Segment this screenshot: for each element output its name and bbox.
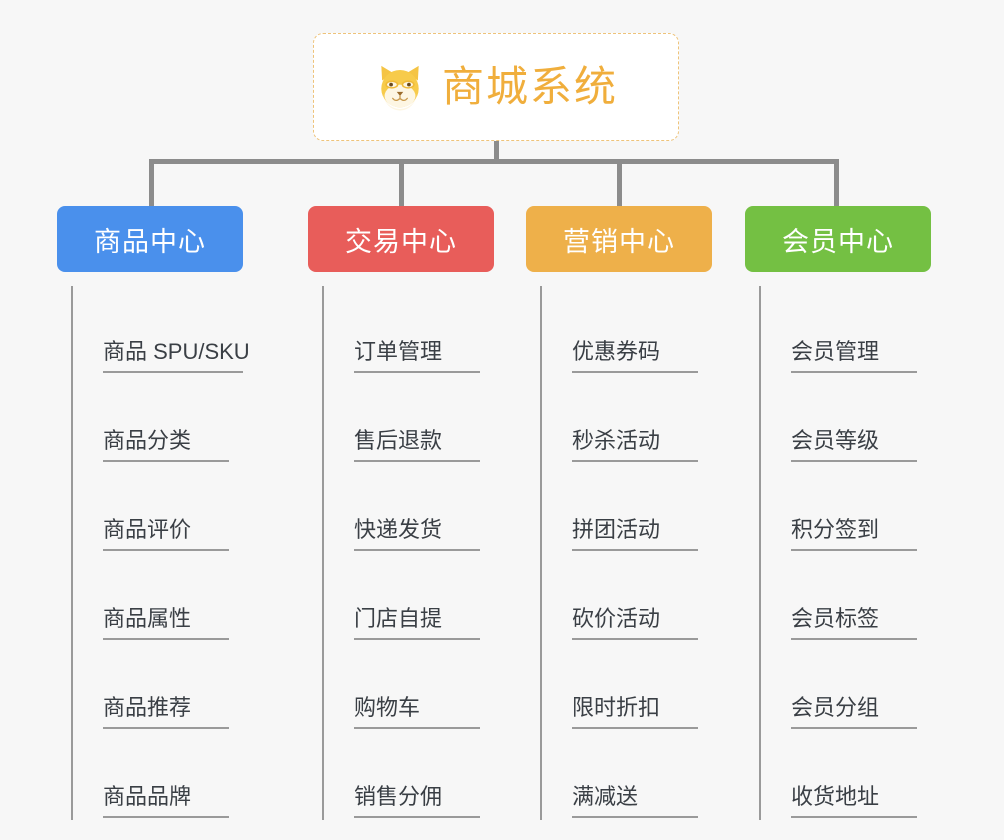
connector-bus [149,159,839,164]
leaf-label: 快递发货 [354,517,480,551]
connector-root-stem [494,141,499,162]
leaf-list-product-center: 商品 SPU/SKU 商品分类 商品评价 商品属性 商品推荐 商品品牌 [71,286,250,820]
list-item[interactable]: 会员管理 [761,286,931,375]
leaf-label: 会员标签 [791,606,917,640]
leaf-label: 优惠券码 [572,339,698,373]
leaf-label: 会员管理 [791,339,917,373]
root-node[interactable]: 商城系统 [313,33,679,141]
leaf-label: 收货地址 [791,784,917,818]
list-item[interactable]: 收货地址 [761,731,931,820]
list-item[interactable]: 砍价活动 [542,553,712,642]
leaf-label: 商品属性 [103,606,229,640]
branch-marketing-center: 营销中心 优惠券码 秒杀活动 拼团活动 砍价活动 限时折扣 满减送 [526,206,712,820]
leaf-list-marketing-center: 优惠券码 秒杀活动 拼团活动 砍价活动 限时折扣 满减送 [540,286,712,820]
list-item[interactable]: 商品推荐 [73,642,243,731]
branch-header-trade-center[interactable]: 交易中心 [308,206,494,272]
root-title: 商城系统 [441,63,618,110]
leaf-label: 秒杀活动 [572,428,698,462]
leaf-label: 商品品牌 [103,784,229,818]
leaf-label: 商品评价 [103,517,229,551]
branch-header-label: 交易中心 [345,226,457,257]
leaf-label: 售后退款 [354,428,480,462]
branch-member-center: 会员中心 会员管理 会员等级 积分签到 会员标签 会员分组 收货地址 [745,206,931,820]
list-item[interactable]: 会员标签 [761,553,931,642]
leaf-label: 商品分类 [103,428,229,462]
list-item[interactable]: 限时折扣 [542,642,712,731]
leaf-list-trade-center: 订单管理 售后退款 快递发货 门店自提 购物车 销售分佣 [322,286,494,820]
list-item[interactable]: 拼团活动 [542,464,712,553]
list-item[interactable]: 会员分组 [761,642,931,731]
branch-product-center: 商品中心 商品 SPU/SKU 商品分类 商品评价 商品属性 商品推荐 商品品牌 [57,206,250,820]
list-item[interactable]: 订单管理 [324,286,494,375]
list-item[interactable]: 会员等级 [761,375,931,464]
leaf-label: 会员等级 [791,428,917,462]
connector-drop-4 [834,162,839,206]
leaf-label: 销售分佣 [354,784,480,818]
shiba-dog-face-icon [381,65,419,111]
list-item[interactable]: 商品品牌 [73,731,243,820]
leaf-label: 砍价活动 [572,606,698,640]
branch-header-label: 会员中心 [782,226,894,257]
branch-header-label: 商品中心 [94,226,206,257]
branch-header-product-center[interactable]: 商品中心 [57,206,243,272]
list-item[interactable]: 销售分佣 [324,731,494,820]
leaf-label: 商品 SPU/SKU [103,339,250,373]
list-item[interactable]: 商品 SPU/SKU [73,286,250,375]
list-item[interactable]: 门店自提 [324,553,494,642]
list-item[interactable]: 购物车 [324,642,494,731]
leaf-label: 订单管理 [354,339,480,373]
leaf-label: 拼团活动 [572,517,698,551]
leaf-label: 会员分组 [791,695,917,729]
list-item[interactable]: 商品分类 [73,375,243,464]
leaf-list-member-center: 会员管理 会员等级 积分签到 会员标签 会员分组 收货地址 [759,286,931,820]
leaf-label: 积分签到 [791,517,917,551]
branch-header-label: 营销中心 [563,226,675,257]
branch-trade-center: 交易中心 订单管理 售后退款 快递发货 门店自提 购物车 销售分佣 [308,206,494,820]
list-item[interactable]: 快递发货 [324,464,494,553]
connector-drop-3 [617,162,622,206]
connector-drop-2 [399,162,404,206]
branch-header-member-center[interactable]: 会员中心 [745,206,931,272]
list-item[interactable]: 售后退款 [324,375,494,464]
connector-drop-1 [149,162,154,206]
branch-header-marketing-center[interactable]: 营销中心 [526,206,712,272]
leaf-label: 商品推荐 [103,695,229,729]
leaf-label: 满减送 [572,784,698,818]
leaf-label: 门店自提 [354,606,480,640]
list-item[interactable]: 满减送 [542,731,712,820]
leaf-label: 限时折扣 [572,695,698,729]
list-item[interactable]: 积分签到 [761,464,931,553]
list-item[interactable]: 优惠券码 [542,286,712,375]
list-item[interactable]: 商品属性 [73,553,243,642]
list-item[interactable]: 商品评价 [73,464,243,553]
list-item[interactable]: 秒杀活动 [542,375,712,464]
leaf-label: 购物车 [354,695,480,729]
